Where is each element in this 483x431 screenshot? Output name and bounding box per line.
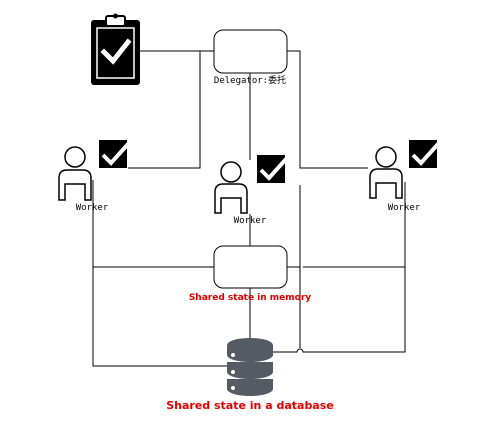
- person-icon: [214, 161, 248, 214]
- checkmark-icon: [409, 140, 441, 168]
- checkmark-icon: [257, 155, 289, 183]
- worker-right-to-database-line: [273, 182, 406, 353]
- worker-right: Worker: [369, 140, 441, 213]
- database-icon: [226, 338, 274, 396]
- clipboard-check-icon: [91, 13, 140, 85]
- memory-box: [213, 245, 288, 289]
- database-label: Shared state in a database: [166, 399, 334, 412]
- worker-center: Worker: [214, 155, 289, 226]
- connectors: [92, 50, 406, 367]
- worker-left-label: Worker: [76, 203, 109, 213]
- person-icon: [58, 146, 92, 201]
- worker-left: Worker: [58, 140, 131, 213]
- delegator-to-worker-left-line: [128, 51, 201, 169]
- delegator-label: Delegator:委托: [214, 74, 286, 86]
- worker-left-to-database-line: [92, 180, 228, 367]
- worker-right-label: Worker: [388, 203, 421, 213]
- delegator-to-worker-right-line: [287, 50, 368, 169]
- person-icon: [369, 146, 403, 199]
- delegator-box: [213, 29, 288, 74]
- memory-label: Shared state in memory: [189, 293, 311, 303]
- worker-center-label: Worker: [234, 216, 267, 226]
- checkmark-icon: [99, 140, 131, 168]
